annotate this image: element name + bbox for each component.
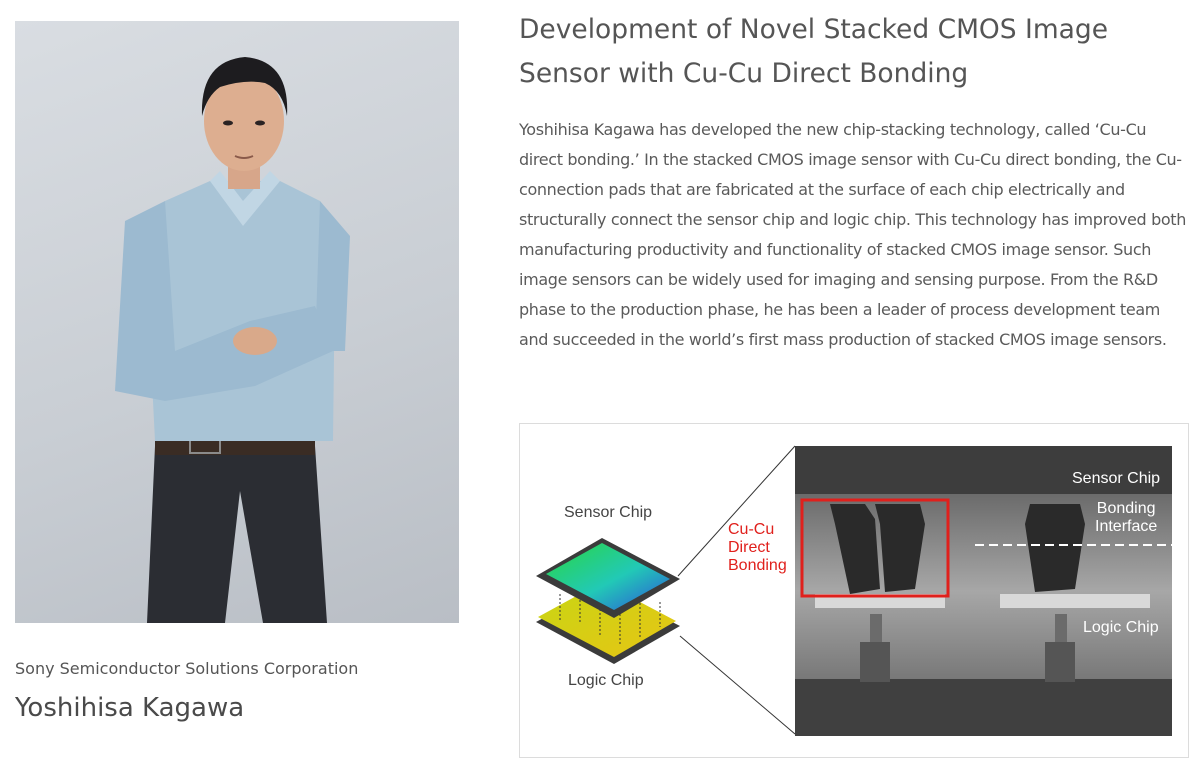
cu-cu-bonding-label: Cu-Cu Direct Bonding [728, 521, 787, 574]
logic-chip-label: Logic Chip [568, 672, 644, 689]
article-description: Yoshihisa Kagawa has developed the new c… [519, 120, 1187, 349]
bonding-interface-label: Bonding Interface [1095, 500, 1158, 535]
portrait-photo [15, 21, 459, 623]
person-name: Yoshihisa Kagawa [15, 693, 245, 723]
affiliation: Sony Semiconductor Solutions Corporation [15, 659, 359, 678]
micro-sensor-chip-label: Sensor Chip [1072, 470, 1161, 487]
micro-logic-chip-label: Logic Chip [1083, 619, 1159, 636]
article-title: Development of Novel Stacked CMOS Image … [519, 14, 1109, 89]
sensor-chip-label: Sensor Chip [564, 504, 653, 521]
stacked-sensor-figure: Sensor Chip Logic Chip Cu-Cu Direct Bond… [519, 423, 1189, 758]
